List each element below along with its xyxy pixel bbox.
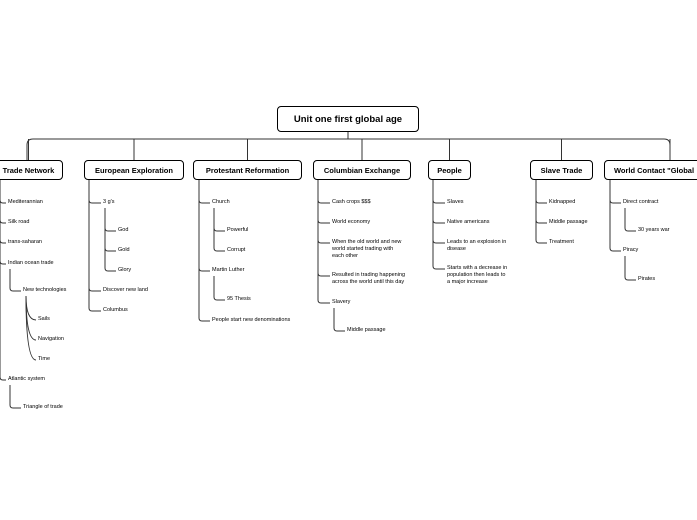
topic-protest[interactable]: Protestant Reformation	[193, 160, 302, 180]
subtopic[interactable]: trans-saharan	[8, 239, 42, 245]
topic-columbian[interactable]: Columbian Exchange	[313, 160, 411, 180]
topic-people[interactable]: People	[428, 160, 471, 180]
subtopic[interactable]: Direct contract	[623, 199, 659, 205]
subtopic[interactable]: Cash crops $$$	[332, 199, 371, 205]
subtopic-detail[interactable]: God	[118, 227, 129, 233]
subtopic[interactable]: 3 g's	[103, 199, 115, 205]
subtopic-detail[interactable]: Sails	[38, 316, 50, 322]
subtopic[interactable]: Atlantic system	[8, 376, 45, 382]
detail-connector	[9, 385, 21, 409]
subtopic-connector	[0, 180, 6, 381]
detail-connector	[213, 208, 225, 232]
subtopic-connector	[88, 180, 101, 312]
subtopic-connector	[535, 180, 547, 244]
subtopic-connector	[317, 180, 330, 204]
subtopic[interactable]: Resulted in trading happening across the…	[332, 272, 406, 285]
subtopic[interactable]: People start new denominations	[212, 317, 291, 323]
subtopic-connector	[317, 180, 330, 304]
subtopic-detail[interactable]: Gold	[118, 247, 130, 253]
topic-slave[interactable]: Slave Trade	[530, 160, 593, 180]
subtopic[interactable]: Slavery	[332, 299, 351, 305]
subtopic[interactable]: Middle passage	[549, 219, 588, 225]
subtopic[interactable]: When the old world and new world started…	[332, 239, 402, 259]
detail-connector	[624, 208, 636, 232]
subtopic-detail[interactable]: Navigation	[38, 336, 64, 342]
subtopic-connector	[317, 180, 330, 244]
detail-connector	[25, 295, 37, 361]
subtopic-connector	[317, 180, 330, 277]
subtopic-detail[interactable]: 30 years war	[638, 227, 670, 233]
subtopic-connector	[198, 180, 210, 272]
subtopic[interactable]: Slaves	[447, 199, 464, 205]
subtopic-connector	[432, 180, 445, 204]
subtopic-connector	[198, 180, 210, 204]
detail-connector	[624, 256, 636, 281]
subtopic-connector	[535, 180, 547, 224]
subtopic[interactable]: Leads to an explosion in disease	[447, 239, 507, 252]
detail-connector	[213, 276, 225, 301]
subtopic-connector	[535, 180, 547, 204]
detail-connector	[25, 295, 37, 321]
subtopic-detail[interactable]: Pirates	[638, 276, 656, 282]
subtopic[interactable]: Kidnapped	[549, 199, 576, 205]
subtopic[interactable]: Discover new land	[103, 287, 148, 293]
subtopic-detail[interactable]: Glory	[118, 267, 132, 273]
subtopic-connector	[432, 180, 445, 244]
subtopic[interactable]: Treatment	[549, 239, 574, 245]
subtopic-detail[interactable]: Corrupt	[227, 247, 246, 253]
subtopic-detail[interactable]: Time	[38, 356, 51, 362]
subtopic[interactable]: Indian ocean trade	[8, 260, 54, 266]
root-topic[interactable]: Unit one first global age	[277, 106, 419, 132]
topic-contact[interactable]: World Contact "Global	[604, 160, 697, 180]
detail-connector	[104, 208, 116, 232]
subtopic[interactable]: Church	[212, 199, 230, 205]
subtopic[interactable]: Piracy	[623, 247, 639, 253]
subtopic-connector	[88, 180, 101, 292]
subtopic-connector	[432, 180, 445, 270]
detail-connector	[213, 208, 225, 252]
subtopic[interactable]: Columbus	[103, 307, 128, 313]
subtopic-detail[interactable]: New technologies	[23, 287, 67, 293]
subtopic[interactable]: Silk road	[8, 219, 30, 225]
subtopic[interactable]: World economy	[332, 219, 371, 225]
topic-explore[interactable]: European Exploration	[84, 160, 184, 180]
topic-trade[interactable]: Trade Network	[0, 160, 63, 180]
subtopic-detail[interactable]: Powerful	[227, 227, 249, 233]
subtopic[interactable]: Mediterannian	[8, 199, 43, 205]
detail-connector	[333, 308, 345, 332]
subtopic-connector	[609, 180, 621, 204]
subtopic-detail[interactable]: Middle passage	[347, 327, 386, 333]
branch-bus-line	[26, 138, 671, 146]
detail-connector	[104, 208, 116, 272]
subtopic-detail[interactable]: 95 Thesis	[227, 296, 251, 302]
subtopic-connector	[0, 180, 6, 244]
subtopic-connector	[432, 180, 445, 224]
subtopic-connector	[609, 180, 621, 252]
subtopic-connector	[0, 180, 6, 204]
subtopic[interactable]: Native americans	[447, 219, 490, 225]
subtopic[interactable]: Starts with a decrease in population the…	[447, 265, 508, 285]
subtopic[interactable]: Martin Luther	[212, 267, 245, 273]
detail-connector	[104, 208, 116, 252]
subtopic-connector	[198, 180, 210, 322]
subtopic-connector	[0, 180, 6, 224]
detail-connector	[9, 269, 21, 292]
subtopic-connector	[317, 180, 330, 224]
subtopic-detail[interactable]: Triangle of trade	[23, 404, 63, 410]
subtopic-connector	[88, 180, 101, 204]
